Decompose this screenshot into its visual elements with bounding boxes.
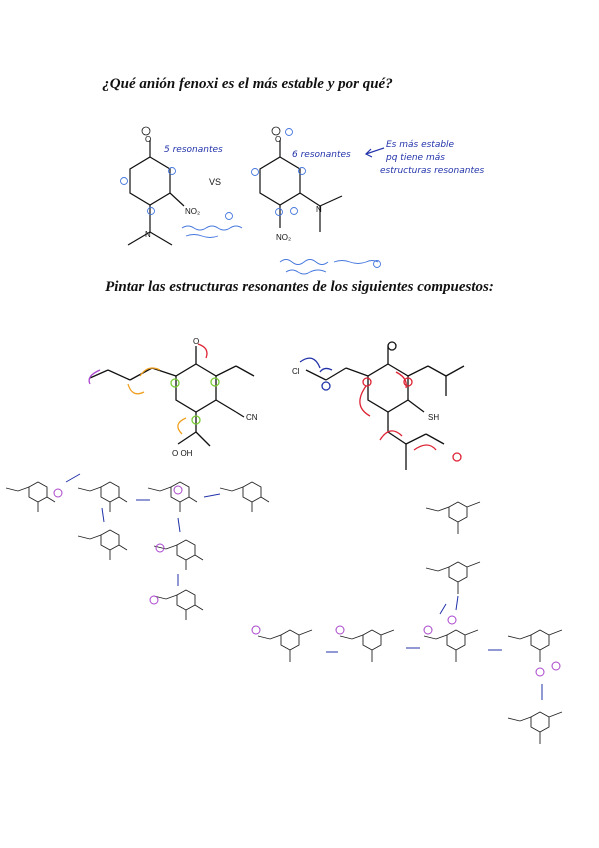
left-compound-oxygen: O: [193, 337, 199, 346]
left-nitrogen: N: [145, 230, 151, 239]
right-compound-cl: Cl: [292, 367, 300, 376]
left-compound-acid: O OH: [172, 449, 193, 458]
question-1: ¿Qué anión fenoxi es el más estable y po…: [102, 76, 393, 92]
right-compound-sh: SH: [428, 413, 439, 422]
right-resonance-purple-marks: [251, 615, 561, 677]
left-compound: [89, 346, 255, 447]
left-oxygen: O: [145, 135, 151, 144]
explanation-line-2: pq tiene más: [385, 153, 445, 163]
left-resonance-count: 5 resonantes: [164, 145, 223, 155]
right-resonance-structures: [257, 501, 563, 744]
explanation-line-1: Es más estable: [386, 140, 455, 150]
left-resonance-purple-marks: [53, 485, 183, 605]
left-resonance-structures: [5, 481, 270, 620]
explanation-line-3: estructuras resonantes: [380, 166, 485, 176]
left-resonance-arrows: [65, 473, 221, 586]
left-compound-annotations: [88, 343, 220, 435]
question-2: Pintar las estructuras resonantes de los…: [105, 279, 494, 295]
right-resonance-count: 6 resonantes: [292, 150, 351, 160]
right-oxygen: O: [275, 135, 281, 144]
right-no2: NO₂: [276, 233, 291, 242]
left-no2: NO₂: [185, 207, 200, 216]
right-nitrogen: N: [316, 205, 322, 214]
right-compound: [305, 346, 465, 470]
right-blue-marks: [251, 128, 381, 275]
left-compound-cn: CN: [246, 413, 258, 422]
explanation-arrow: [364, 147, 385, 158]
right-resonance-arrows: [326, 595, 543, 700]
left-blue-marks: [120, 167, 243, 238]
phenoxide-left: [127, 140, 185, 246]
right-compound-annotations: [299, 341, 462, 462]
vs-label: VS: [209, 177, 221, 187]
